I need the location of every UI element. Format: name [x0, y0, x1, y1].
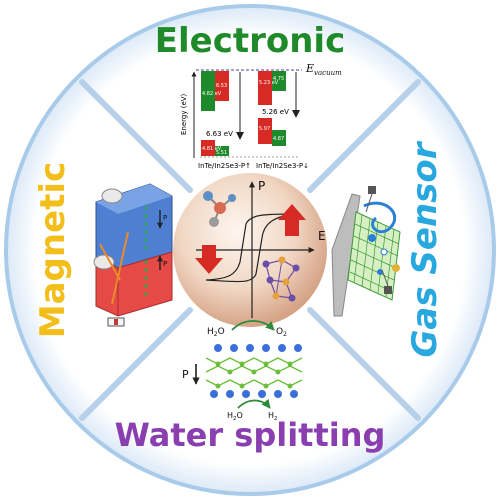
o2-label: O2 — [276, 327, 287, 338]
left-lower-bar-red — [201, 140, 215, 156]
up-arrow-icon — [278, 204, 306, 236]
left-caption: InTe/In2Se3-P↑ — [198, 162, 251, 170]
gap-right-label: 5.26 eV — [262, 108, 289, 116]
e-axis-label: E — [318, 229, 326, 243]
right-upper-bar-red — [258, 71, 272, 105]
magnetic-panel: P P — [93, 183, 173, 327]
gap-left-label: 6.63 eV — [206, 130, 233, 138]
sensor-probe-icon — [368, 186, 376, 194]
bar-value: 6.53 eV — [216, 83, 236, 89]
evacuum-label: Evacuum — [305, 62, 342, 77]
magnetic-p-label-2: P — [163, 260, 167, 268]
label-electronic: Electronic — [155, 21, 346, 61]
quadrant-dividers — [79, 79, 421, 421]
sensor-probe-icon — [384, 286, 392, 294]
bar-value: 5.23 eV — [259, 80, 279, 86]
down-arrow-icon — [195, 245, 223, 274]
right-lower-bar-red — [258, 118, 272, 144]
h2-label: H2 — [268, 411, 278, 422]
right-caption: InTe/In2Se3-P↓ — [256, 162, 309, 170]
right-lower-bar-green — [272, 130, 286, 146]
p-axis-label: P — [258, 179, 265, 193]
spin-disc-icon — [101, 188, 123, 204]
bar-value: 4.75 eV — [273, 76, 293, 82]
bar-value: 4.87 eV — [273, 136, 293, 142]
water-p-label: P — [182, 368, 189, 381]
bar-value: 4.82 eV — [202, 91, 222, 97]
magnetic-p-label: P — [163, 214, 167, 222]
bar-value: 4.81 eV — [202, 146, 222, 152]
central-sphere: P E — [173, 173, 327, 327]
crystal-structure-icon — [262, 256, 300, 302]
right-upper-bar-green — [272, 71, 286, 91]
hysteresis-loop — [205, 213, 297, 283]
label-gas-sensor: Gas Sensor — [405, 140, 445, 357]
left-lower-bar-green — [215, 146, 229, 156]
gas-flow-icon — [363, 201, 397, 234]
inner-ring-shadow — [11, 11, 489, 489]
y-axis-label: Energy (eV) — [180, 93, 188, 135]
h2o-bottom-label: H2O — [227, 411, 243, 422]
water-splitting-panel: H2O O2 P H2O H2 — [182, 320, 303, 422]
gas-sensor-panel — [331, 186, 401, 317]
electronic-panel: Energy (eV) Evacuum 4.82 eV 6.53 eV 4.81… — [180, 62, 342, 170]
h2o-label: H2O — [207, 327, 225, 338]
left-upper-bar-green — [201, 71, 215, 111]
bar-value: 5.51 eV — [216, 150, 236, 156]
bar-value: 5.97 eV — [259, 126, 279, 132]
label-magnetic: Magnetic — [33, 162, 73, 338]
left-upper-bar-red — [215, 71, 229, 101]
molecule-icon — [203, 191, 236, 227]
label-water-splitting: Water splitting — [115, 416, 386, 454]
